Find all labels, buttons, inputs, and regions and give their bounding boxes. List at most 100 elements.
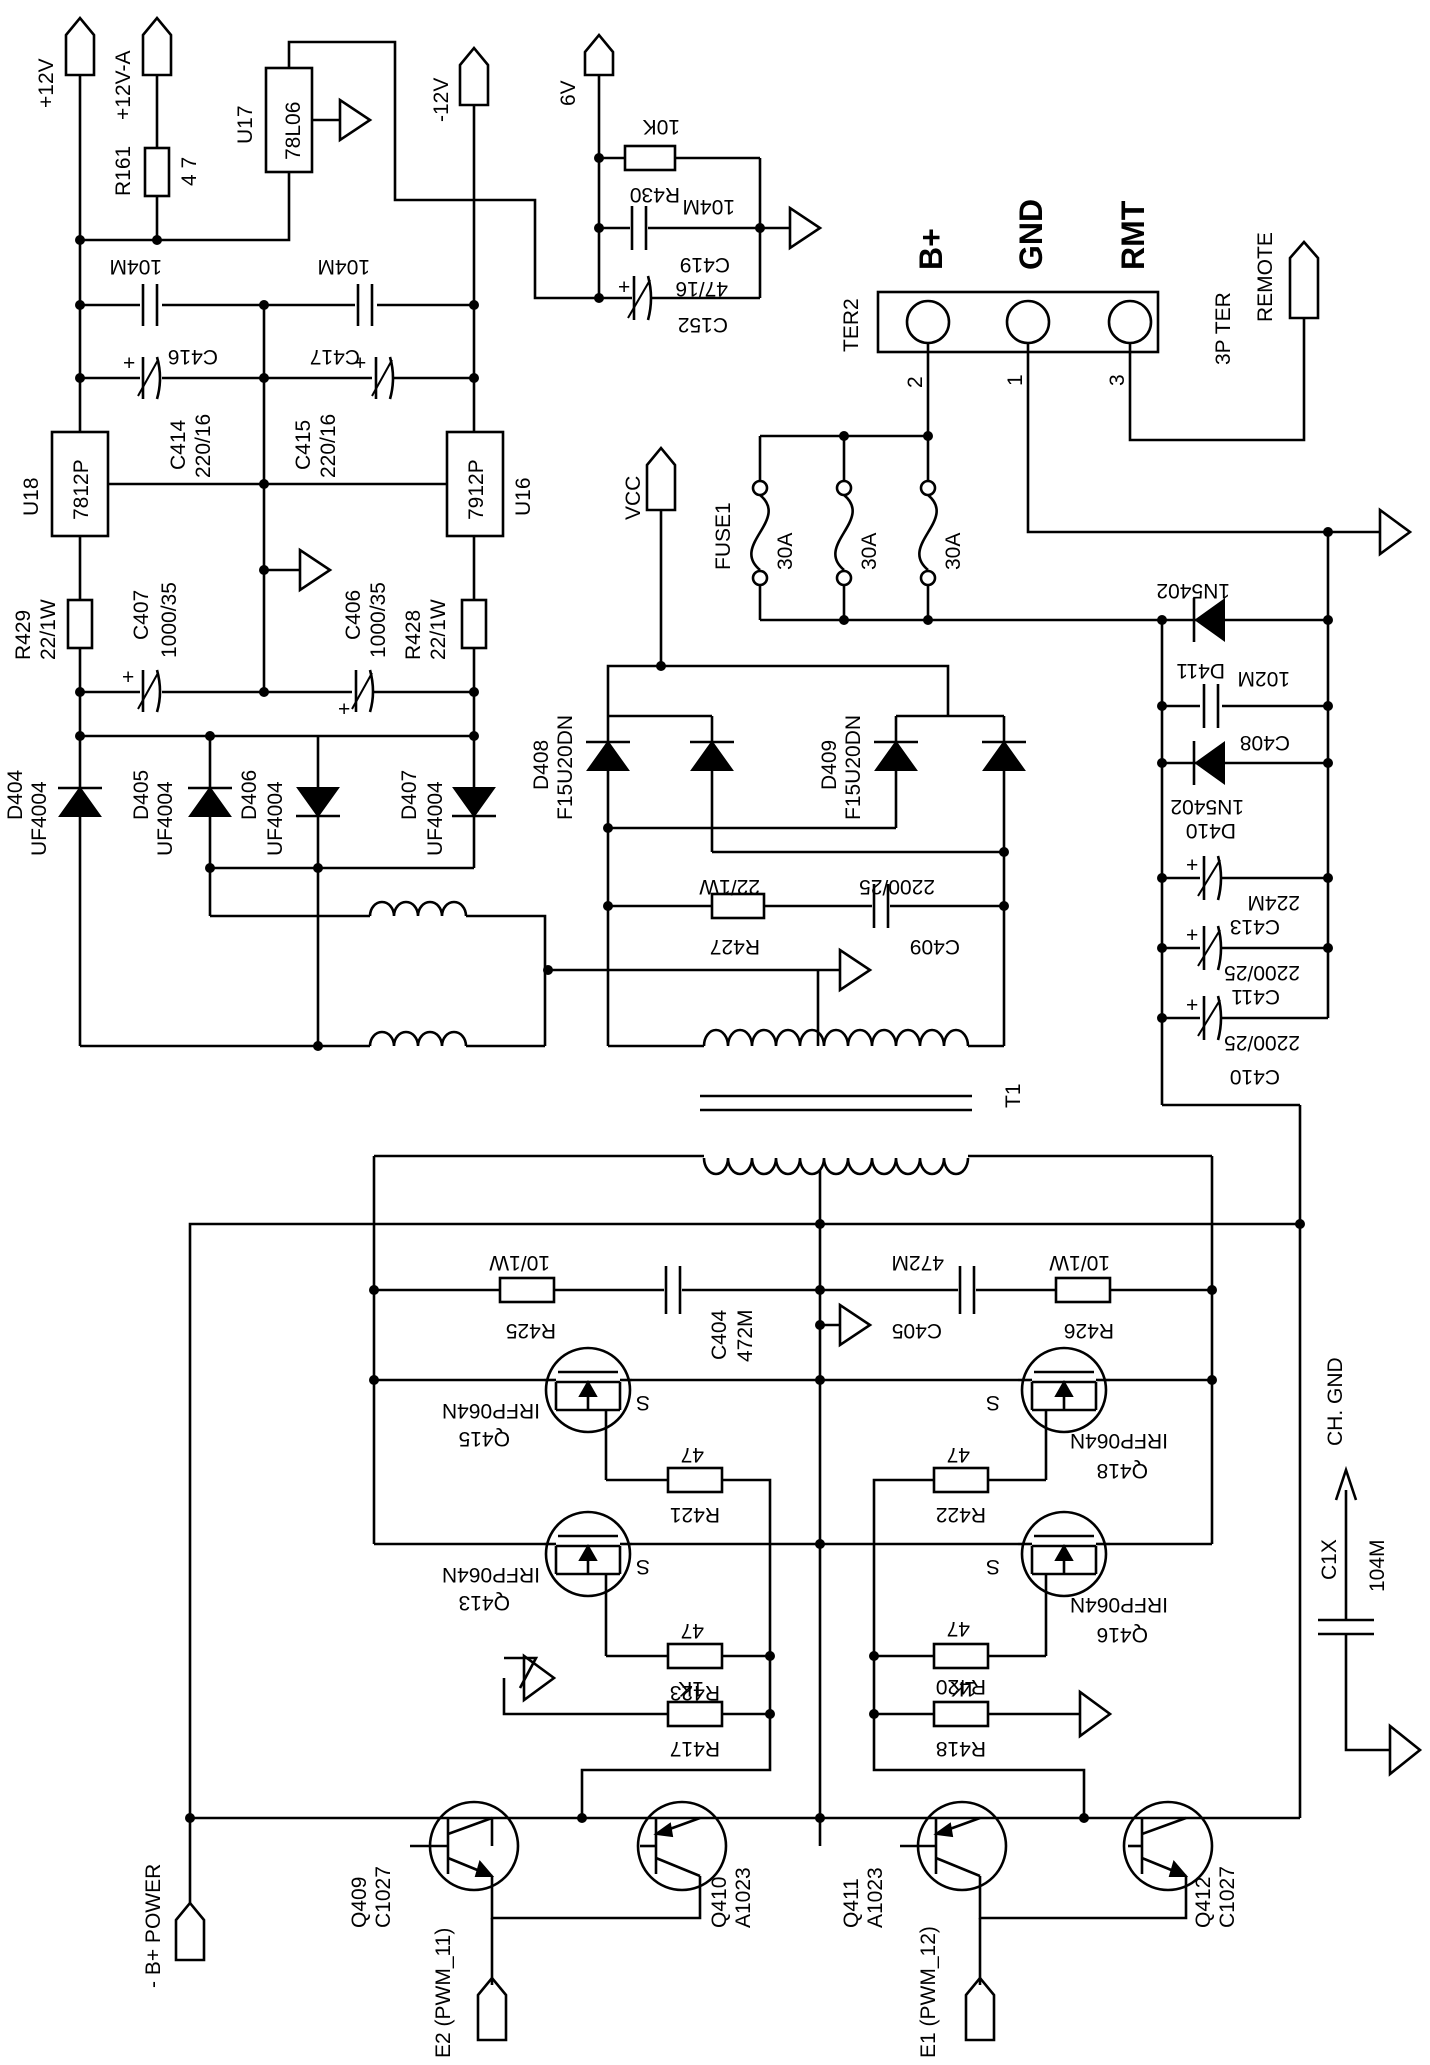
c416-ref: C416 bbox=[168, 345, 218, 368]
r422-ref: R422 bbox=[936, 1503, 986, 1526]
q418-source-pin: S bbox=[986, 1391, 1000, 1414]
r418-resistor bbox=[932, 1700, 990, 1728]
d404-diode bbox=[58, 786, 102, 817]
d411-ref: D411 bbox=[1176, 659, 1225, 682]
input-e1-arrow[interactable] bbox=[964, 1975, 996, 2042]
c408-value: 2200/25 bbox=[859, 875, 935, 898]
c414-plus: + bbox=[123, 352, 135, 375]
r161-resistor bbox=[143, 146, 171, 198]
r421-resistor bbox=[666, 1466, 724, 1494]
ter2-pin3-number: 3 bbox=[1106, 374, 1129, 386]
r429-value: 22/1W bbox=[37, 599, 60, 660]
fuse1-ref: FUSE1 bbox=[712, 502, 735, 570]
r428-resistor bbox=[460, 598, 488, 650]
q409-ref: Q409 bbox=[348, 1877, 371, 1928]
ch-gnd-arrow bbox=[1334, 1465, 1358, 1620]
r427-value: 22/1W bbox=[699, 875, 760, 898]
rail-plus12v-label: +12V bbox=[35, 58, 58, 108]
r423-value: 47 bbox=[681, 1619, 704, 1642]
rail-plus12va-label: +12V-A bbox=[112, 51, 135, 120]
u17-ground-symbol bbox=[338, 97, 373, 143]
d407-ref: D407 bbox=[398, 770, 421, 820]
input-e2-arrow[interactable] bbox=[476, 1975, 508, 2042]
r417-ref: R417 bbox=[670, 1737, 720, 1760]
u16-ref: U16 bbox=[512, 477, 535, 516]
rail-plus12v-arrow bbox=[64, 15, 96, 242]
fuse1-symbols bbox=[750, 436, 938, 620]
r426-ref: R426 bbox=[1064, 1319, 1114, 1342]
c409-capacitor bbox=[1162, 995, 1328, 1041]
d406-ref: D406 bbox=[238, 770, 261, 820]
c415-ref: C415 bbox=[292, 420, 315, 470]
r420-resistor bbox=[932, 1642, 990, 1670]
q410-ref: Q410 bbox=[708, 1877, 731, 1928]
c417-value: 104M bbox=[317, 255, 370, 278]
q412-part: C1027 bbox=[1216, 1866, 1239, 1928]
r423-ref: R423 bbox=[670, 1681, 720, 1704]
r425-value: 10/1W bbox=[489, 1251, 550, 1274]
d407-diode bbox=[452, 787, 496, 818]
c407-plus: + bbox=[122, 666, 134, 689]
d407-part: UF4004 bbox=[424, 781, 447, 856]
q411-bjt bbox=[900, 1800, 1008, 1892]
fuse1-rating-a: 30A bbox=[774, 533, 797, 570]
c410-value: 2200/25 bbox=[1224, 961, 1300, 984]
upper-output-inductor bbox=[368, 900, 468, 917]
c409-plus: + bbox=[1186, 994, 1198, 1017]
vcc-arrow bbox=[645, 445, 677, 512]
fuse1-rating-b: 30A bbox=[858, 533, 881, 570]
q412-bjt bbox=[1122, 1800, 1214, 1892]
t1-ref: T1 bbox=[1002, 1083, 1025, 1108]
c411-value: 224M bbox=[1247, 891, 1300, 914]
r423-resistor bbox=[666, 1642, 724, 1670]
u17-part: 78L06 bbox=[282, 102, 305, 160]
ter2-pin1-number: 1 bbox=[1004, 374, 1027, 386]
r422-resistor bbox=[932, 1466, 990, 1494]
c411-plus: + bbox=[1186, 854, 1198, 877]
u16-part: 7912P bbox=[465, 459, 488, 520]
remote-label: REMOTE bbox=[1254, 232, 1277, 322]
q415-source-pin: S bbox=[636, 1391, 650, 1414]
u16-ground-symbol bbox=[298, 547, 333, 593]
ter2-pin-rmt[interactable] bbox=[1107, 299, 1153, 345]
ter2-ref: TER2 bbox=[840, 298, 863, 352]
c405-ref: C405 bbox=[892, 1319, 942, 1342]
d408-part: F15U20DN bbox=[554, 715, 577, 820]
c152-value: 47/16 bbox=[675, 277, 728, 300]
u18-ref: U18 bbox=[20, 477, 43, 516]
rail-plus12va-arrow bbox=[141, 15, 173, 148]
c408-ref: C409 bbox=[910, 935, 960, 958]
remote-arrow bbox=[1288, 240, 1320, 320]
q416-part: IRFP064N bbox=[1070, 1593, 1168, 1616]
d405-diode bbox=[188, 786, 232, 817]
c415-plus: + bbox=[354, 352, 366, 375]
d409-part: F15U20DN bbox=[842, 715, 865, 820]
d404-ref: D404 bbox=[4, 769, 27, 820]
q416-ref: Q416 bbox=[1097, 1623, 1148, 1646]
r422-value: 47 bbox=[947, 1443, 970, 1466]
t1-primary-winding bbox=[702, 1157, 970, 1176]
r425-ref: R425 bbox=[506, 1319, 556, 1342]
lower-output-inductor bbox=[368, 1030, 468, 1047]
q415-mosfet bbox=[544, 1346, 632, 1480]
q416-mosfet bbox=[1018, 1510, 1110, 1656]
ter2-pin-bplus[interactable] bbox=[905, 299, 951, 345]
c152-plus: + bbox=[618, 276, 630, 299]
ter2-bplus-label: B+ bbox=[913, 228, 949, 270]
q418-ref: Q418 bbox=[1097, 1459, 1148, 1482]
r421-value: 47 bbox=[681, 1443, 704, 1466]
rail-6v-label: 6V bbox=[557, 80, 580, 106]
c417-ref: C417 bbox=[310, 345, 360, 368]
ter2-terminal-block bbox=[876, 290, 1160, 354]
c419-value: 104M bbox=[682, 195, 735, 218]
q413-ref: Q413 bbox=[459, 1591, 510, 1614]
d404-part: UF4004 bbox=[28, 781, 51, 856]
r417-value: 1K bbox=[678, 1677, 704, 1700]
r429-ref: R429 bbox=[12, 610, 35, 660]
d405-ref: D405 bbox=[130, 770, 153, 820]
input-e1-label: E1 (PWM_12) bbox=[917, 1926, 940, 2058]
ter2-pin-gnd[interactable] bbox=[1005, 299, 1051, 345]
r420-ref: R420 bbox=[936, 1675, 986, 1698]
r418-ground-symbol bbox=[1078, 1689, 1113, 1739]
d409-ref: D409 bbox=[818, 740, 841, 790]
